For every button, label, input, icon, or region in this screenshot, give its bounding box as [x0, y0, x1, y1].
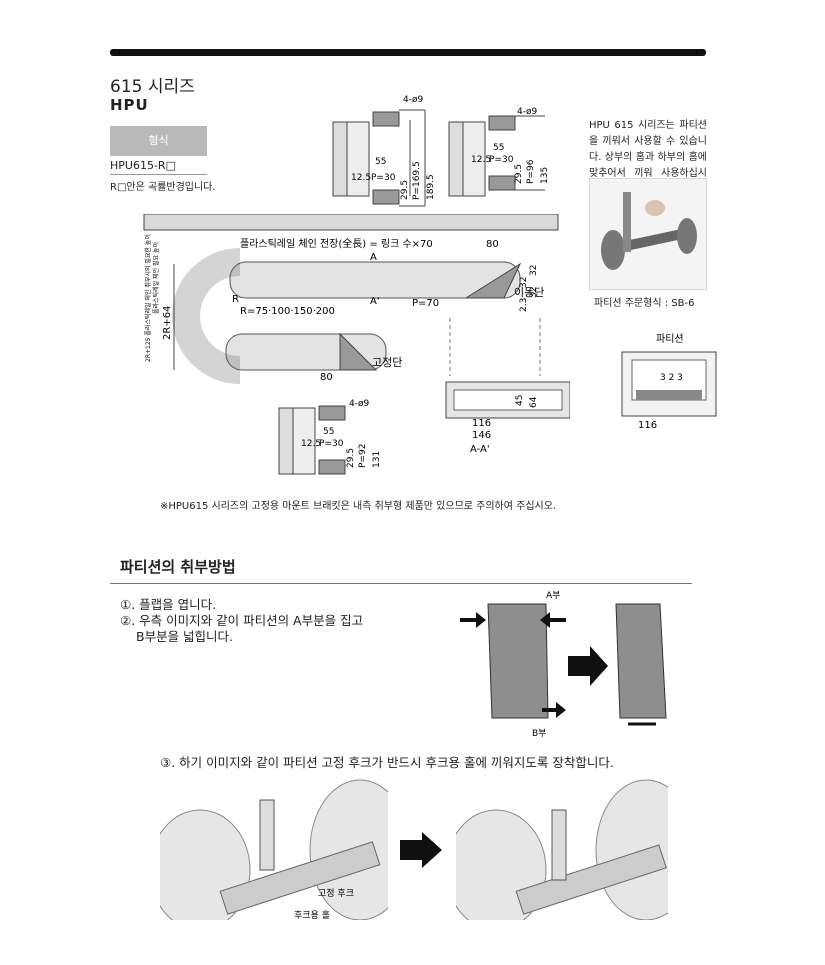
dim-135: 135: [540, 167, 550, 184]
brand-logo: HPU: [110, 96, 149, 114]
section-title: 파티션의 취부방법: [120, 558, 236, 576]
step-2-line-2: B부분을 넓힙니다.: [136, 629, 234, 644]
pitch-label: P=70: [412, 298, 439, 309]
dim-125: 12.5: [351, 173, 371, 183]
arrow-right-icon: [400, 832, 442, 868]
side-note-1: 2R+125 플라스틱레일 체인 취부시의 필요한 높이: [144, 234, 152, 362]
side-note-2: 플라스틱레일 체인 필요 높이: [152, 242, 160, 314]
dim-146: 146: [472, 430, 491, 441]
partition-photo: [589, 178, 707, 290]
dim-295: 29.5: [514, 164, 524, 184]
partition-drawing: 파티션 3 2 3 116: [621, 333, 717, 431]
chain-length-label: 플라스틱레일 체인 전장(全長) = 링크 수×70: [240, 237, 433, 250]
b-part-label: B부: [532, 728, 546, 739]
hook-label: 고정 후크: [318, 888, 354, 899]
partition-dims: 3 2 3: [660, 373, 683, 383]
dim-1895: 189.5: [426, 174, 436, 200]
dim-32-c: 32: [529, 287, 539, 298]
dim-125: 12.5: [301, 439, 321, 449]
step-1: ①. 플랩을 엽니다.: [120, 597, 217, 612]
dim-131: 131: [372, 451, 382, 468]
section-aa-drawing: 45 64 116 146 A-A': [445, 318, 570, 455]
a-part-label: A부: [546, 590, 560, 601]
model-note: R□안은 곡률반경입니다.: [110, 182, 216, 193]
big-arrow-icon: [568, 646, 608, 686]
photo-caption: 파티션 주문형식 : SB-6: [594, 298, 695, 309]
arrow-right-icon: [542, 702, 566, 718]
dim-295: 29.5: [400, 180, 410, 200]
bracket-drawing-top-mid: 4-ø9 55 12.5 P=30 29.5 P=96 135: [448, 107, 550, 197]
fixed-end-label: 고정단: [372, 356, 402, 369]
dim-p30: P=30: [319, 439, 344, 449]
partition-ribs: [636, 390, 702, 400]
footnote: ※HPU615 시리즈의 고정용 마운트 브래킷은 내측 취부형 제품만 있으므…: [160, 501, 557, 512]
section-aa-label: A-A': [470, 444, 490, 455]
model-label: 형식: [110, 126, 207, 156]
hole-label: 4-ø9: [349, 399, 369, 409]
chain-drawing: 플라스틱레일 체인 전장(全長) = 링크 수×70 80 A A' P=70 …: [143, 214, 559, 384]
dim-55: 55: [375, 157, 386, 167]
dim-55: 55: [323, 427, 334, 437]
dim-p92: P=92: [358, 444, 368, 468]
section-a-label: A: [370, 252, 377, 263]
bracket-drawing-bottom-left: 4-ø9 55 12.5 P=30 29.5 P=92 131: [278, 399, 382, 475]
dim-55: 55: [493, 143, 504, 153]
dim-p30: P=30: [489, 155, 514, 165]
partition-steps-illustration: A부 B부: [460, 590, 667, 739]
model-value: HPU615-R□: [110, 159, 207, 175]
dim-116: 116: [472, 418, 491, 429]
hole-label: 후크용 홀: [294, 909, 330, 920]
step-3: ③. 하기 이미지와 같이 파티션 고정 후크가 반드시 후크용 홀에 끼워지도…: [160, 755, 614, 770]
dim-p1695: P=169.5: [412, 161, 422, 200]
hook-before-illustration: 고정 후크 후크용 홀: [160, 770, 388, 920]
partition-width: 116: [638, 420, 657, 431]
dim-64: 64: [529, 396, 539, 408]
series-title: 615 시리즈: [110, 77, 195, 97]
dim-45: 45: [515, 395, 525, 406]
dim-295: 29.5: [346, 448, 356, 468]
dim-23: 2.3: [519, 298, 529, 312]
arrow-left-icon: [540, 612, 566, 628]
r-label: R: [232, 294, 239, 305]
radius-label: R=75·100·150·200: [240, 306, 335, 317]
step-2-line-1: ②. 우측 이미지와 같이 파티션의 A부분을 집고: [120, 613, 364, 628]
dim-125: 12.5: [471, 155, 491, 165]
bracket-drawing-top-left: 4-ø9 55 12.5 P=30 29.5 P=169.5 189.5: [332, 95, 436, 207]
partition-title: 파티션: [656, 333, 684, 345]
dim-80-bottom: 80: [320, 372, 333, 383]
dim-32-b: 32: [529, 265, 539, 276]
height-label: 2R+64: [162, 306, 173, 340]
section-rule: [110, 583, 692, 584]
top-rule: [110, 49, 706, 56]
hole-label: 4-ø9: [403, 95, 423, 105]
arrow-right-icon: [460, 612, 486, 628]
section-a-prime-label: A': [370, 296, 380, 307]
dim-80-top: 80: [486, 239, 499, 250]
dim-32-a: 32: [519, 277, 529, 288]
dim-p96: P=96: [526, 159, 536, 184]
dim-p30: P=30: [371, 173, 396, 183]
hole-label: 4-ø9: [517, 107, 537, 117]
partition-part-right: [615, 603, 667, 719]
moving-end-label: 이동단: [514, 286, 544, 299]
hook-after-illustration: [456, 770, 668, 920]
partition-part-left: [487, 603, 549, 719]
